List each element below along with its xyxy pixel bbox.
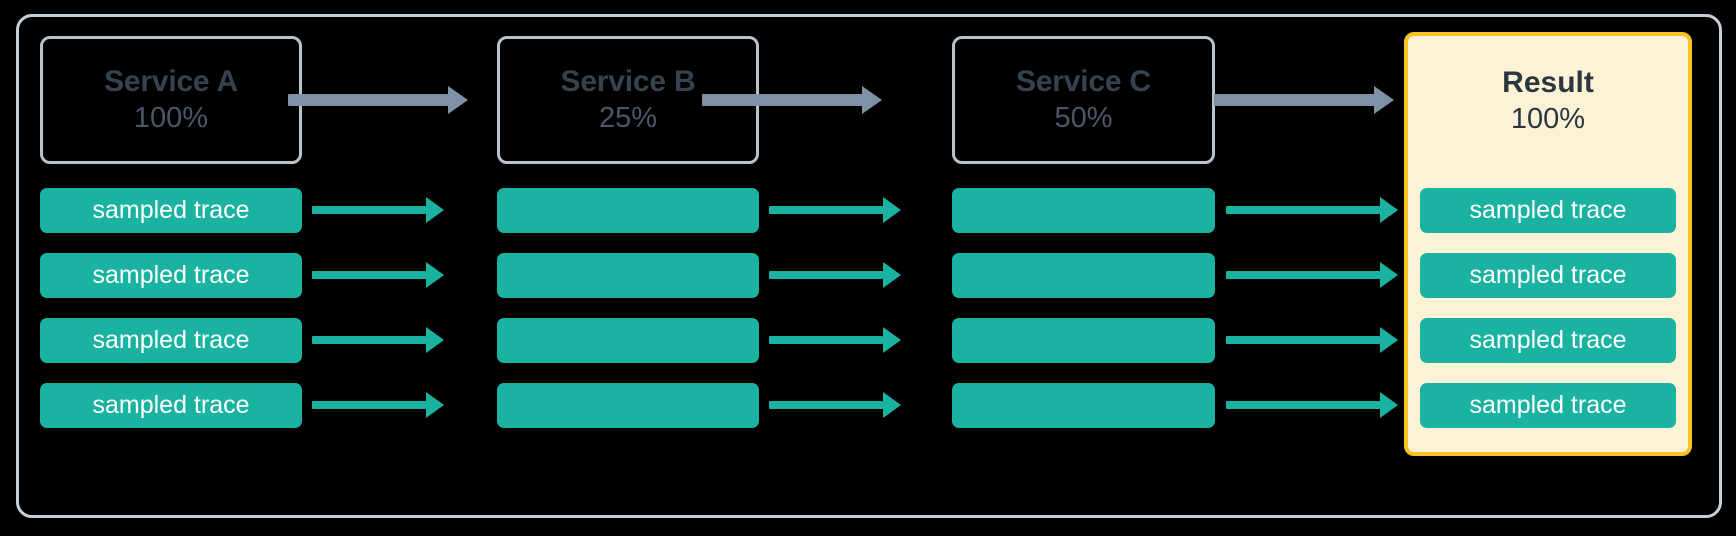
arrow-head-icon <box>1380 327 1398 353</box>
trace-bar-c-1[interactable] <box>952 188 1215 233</box>
arrow-shaft <box>702 94 864 106</box>
arrow-head-icon <box>883 262 901 288</box>
trace-bar-a-4[interactable]: sampled trace <box>40 383 302 428</box>
trace-bar-c-2[interactable] <box>952 253 1215 298</box>
arrow-head-icon <box>862 86 882 114</box>
trace-bar-a-2[interactable]: sampled trace <box>40 253 302 298</box>
arrow-head-icon <box>883 327 901 353</box>
service-box-service-c[interactable]: Service C 50% <box>952 36 1215 164</box>
result-title: Result <box>1502 66 1594 100</box>
trace-arrow-row2-a-b <box>312 262 444 288</box>
arrow-shaft <box>769 271 883 279</box>
arrow-service-a-to-service-b <box>288 86 468 114</box>
trace-arrow-row2-c-result <box>1226 262 1398 288</box>
trace-bar-b-3[interactable] <box>497 318 759 363</box>
trace-label: sampled trace <box>92 196 250 224</box>
trace-bar-result-1[interactable]: sampled trace <box>1420 188 1676 233</box>
arrow-shaft <box>312 271 426 279</box>
trace-bar-b-2[interactable] <box>497 253 759 298</box>
trace-label: sampled trace <box>1469 196 1627 224</box>
arrow-head-icon <box>426 327 444 353</box>
arrow-shaft <box>288 94 450 106</box>
arrow-shaft <box>1226 206 1380 214</box>
trace-arrow-row3-a-b <box>312 327 444 353</box>
trace-bar-result-4[interactable]: sampled trace <box>1420 383 1676 428</box>
trace-arrow-row4-c-result <box>1226 392 1398 418</box>
arrow-head-icon <box>426 392 444 418</box>
trace-bar-b-1[interactable] <box>497 188 759 233</box>
arrow-service-b-to-service-c <box>702 86 882 114</box>
trace-label: sampled trace <box>1469 326 1627 354</box>
trace-bar-b-4[interactable] <box>497 383 759 428</box>
arrow-head-icon <box>883 197 901 223</box>
arrow-head-icon <box>426 197 444 223</box>
arrow-head-icon <box>1380 197 1398 223</box>
service-box-service-b[interactable]: Service B 25% <box>497 36 759 164</box>
arrow-shaft <box>769 336 883 344</box>
result-rate: 100% <box>1510 102 1586 135</box>
trace-label: sampled trace <box>1469 391 1627 419</box>
arrow-shaft <box>1226 271 1380 279</box>
trace-label: sampled trace <box>92 391 250 419</box>
arrow-head-icon <box>1380 262 1398 288</box>
service-name-a: Service A <box>104 65 238 99</box>
trace-label: sampled trace <box>92 326 250 354</box>
arrow-shaft <box>1226 401 1380 409</box>
arrow-shaft <box>769 401 883 409</box>
arrow-head-icon <box>426 262 444 288</box>
trace-arrow-row1-c-result <box>1226 197 1398 223</box>
arrow-head-icon <box>448 86 468 114</box>
trace-arrow-row2-b-c <box>769 262 901 288</box>
service-rate-c: 50% <box>1054 101 1113 134</box>
arrow-shaft <box>312 336 426 344</box>
arrow-shaft <box>1226 336 1380 344</box>
trace-bar-c-3[interactable] <box>952 318 1215 363</box>
result-header: Result 100% <box>1408 36 1688 166</box>
arrow-service-c-to-result <box>1214 86 1394 114</box>
arrow-head-icon <box>1374 86 1394 114</box>
arrow-shaft <box>312 401 426 409</box>
trace-label: sampled trace <box>1469 261 1627 289</box>
service-rate-b: 25% <box>598 101 658 134</box>
trace-bar-c-4[interactable] <box>952 383 1215 428</box>
trace-arrow-row3-b-c <box>769 327 901 353</box>
arrow-shaft <box>312 206 426 214</box>
service-box-service-a[interactable]: Service A 100% <box>40 36 302 164</box>
arrow-shaft <box>769 206 883 214</box>
trace-bar-a-1[interactable]: sampled trace <box>40 188 302 233</box>
trace-arrow-row4-b-c <box>769 392 901 418</box>
trace-bar-a-3[interactable]: sampled trace <box>40 318 302 363</box>
service-rate-a: 100% <box>133 101 209 134</box>
service-name-c: Service C <box>1016 65 1151 99</box>
service-name-b: Service B <box>560 65 696 99</box>
trace-bar-result-2[interactable]: sampled trace <box>1420 253 1676 298</box>
trace-arrow-row1-a-b <box>312 197 444 223</box>
trace-bar-result-3[interactable]: sampled trace <box>1420 318 1676 363</box>
trace-arrow-row3-c-result <box>1226 327 1398 353</box>
arrow-head-icon <box>883 392 901 418</box>
arrow-shaft <box>1214 94 1376 106</box>
trace-label: sampled trace <box>92 261 250 289</box>
arrow-head-icon <box>1380 392 1398 418</box>
trace-arrow-row1-b-c <box>769 197 901 223</box>
trace-arrow-row4-a-b <box>312 392 444 418</box>
